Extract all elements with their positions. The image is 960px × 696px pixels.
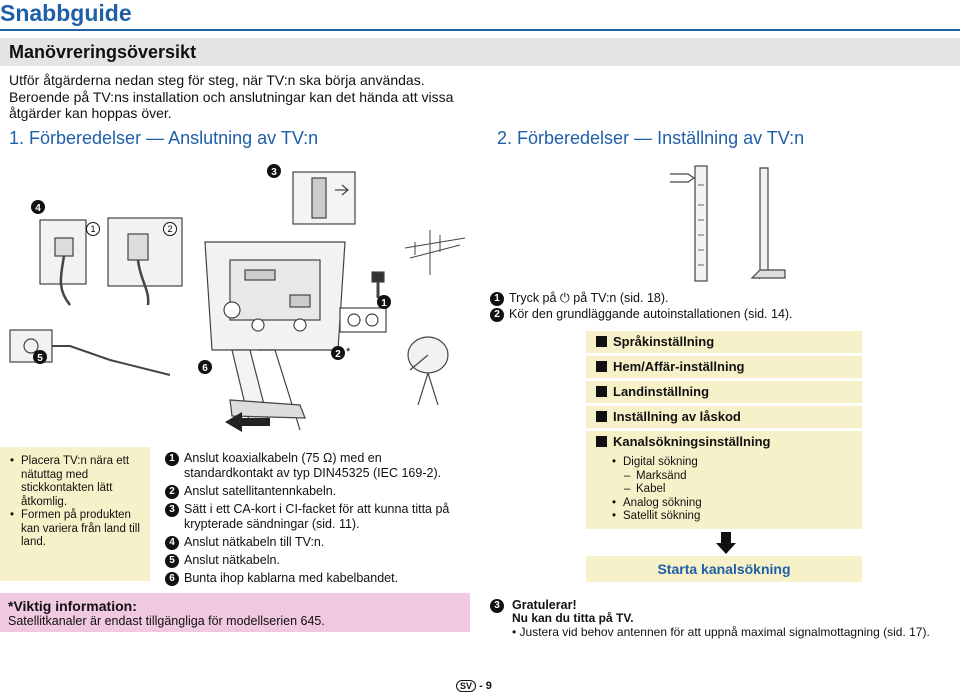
setting-channel-search: Kanalsökningsinställning [586, 431, 862, 453]
important-info-box: *Viktig information: Satellitkanaler är … [0, 593, 470, 632]
left-heading: 1. Förberedelser — Anslutning av TV:n [9, 128, 319, 148]
plug-label-1: 1 [90, 224, 95, 234]
diagram-num-1: 1 [381, 298, 387, 309]
search-options-box: Digital sökning Marksänd Kabel Analog sö… [586, 453, 862, 529]
option-cable: Kabel [610, 483, 862, 497]
tv-side-diagram [670, 165, 786, 282]
diagram-num-6: 6 [202, 363, 208, 374]
option-analog: Analog sökning [610, 497, 862, 511]
intro-text: Utför åtgärderna nedan steg för steg, nä… [9, 72, 454, 121]
page-footer: SV - 9 [456, 680, 492, 692]
tip-2: Formen på produkten kan variera från lan… [8, 509, 142, 550]
tip-1: Placera TV:n nära ett nätuttag med stick… [8, 455, 142, 509]
congrats-title: Gratulerar! [512, 598, 577, 612]
important-title: *Viktig information: [8, 598, 137, 614]
title-rule [0, 29, 960, 31]
important-text: Satellitkanaler är endast tillgängliga f… [8, 614, 325, 628]
diagram-num-4: 4 [35, 203, 41, 214]
start-channel-search-button[interactable]: Starta kanalsökning [586, 556, 862, 582]
option-terrestrial: Marksänd [610, 470, 862, 484]
placement-tips-box: Placera TV:n nära ett nätuttag med stick… [0, 447, 150, 581]
setting-lock-code: Inställning av låskod [586, 406, 862, 428]
svg-text:2: 2 [335, 349, 341, 360]
diagram-num-5: 5 [37, 353, 43, 364]
congrats-subtitle: Nu kan du titta på TV. [512, 611, 634, 625]
page-number: - 9 [479, 680, 492, 692]
cable-tie [229, 399, 306, 419]
connection-diagram: 3 4 1 5 6 2 1 2 * [9, 164, 466, 432]
setting-country: Landinställning [586, 381, 862, 403]
page-title: Snabbguide [0, 0, 132, 26]
setting-home-store: Hem/Affär-inställning [586, 356, 862, 378]
setting-language: Språkinställning [586, 331, 862, 353]
direction-arrow [225, 412, 270, 432]
diagram-num-3: 3 [271, 167, 277, 178]
option-digital: Digital sökning [610, 456, 862, 470]
section-header: Manövreringsöversikt [0, 38, 960, 66]
satellite-star: * [346, 346, 351, 358]
option-satellite: Satellit sökning [610, 510, 862, 524]
plug-label-2: 2 [167, 224, 172, 234]
congrats-tip: • Justera vid behov antennen för att upp… [512, 625, 930, 639]
section-title: Manövreringsöversikt [9, 42, 197, 62]
down-arrow-icon [716, 532, 736, 554]
right-heading: 2. Förberedelser — Inställning av TV:n [497, 128, 805, 148]
language-badge: SV [456, 680, 477, 692]
